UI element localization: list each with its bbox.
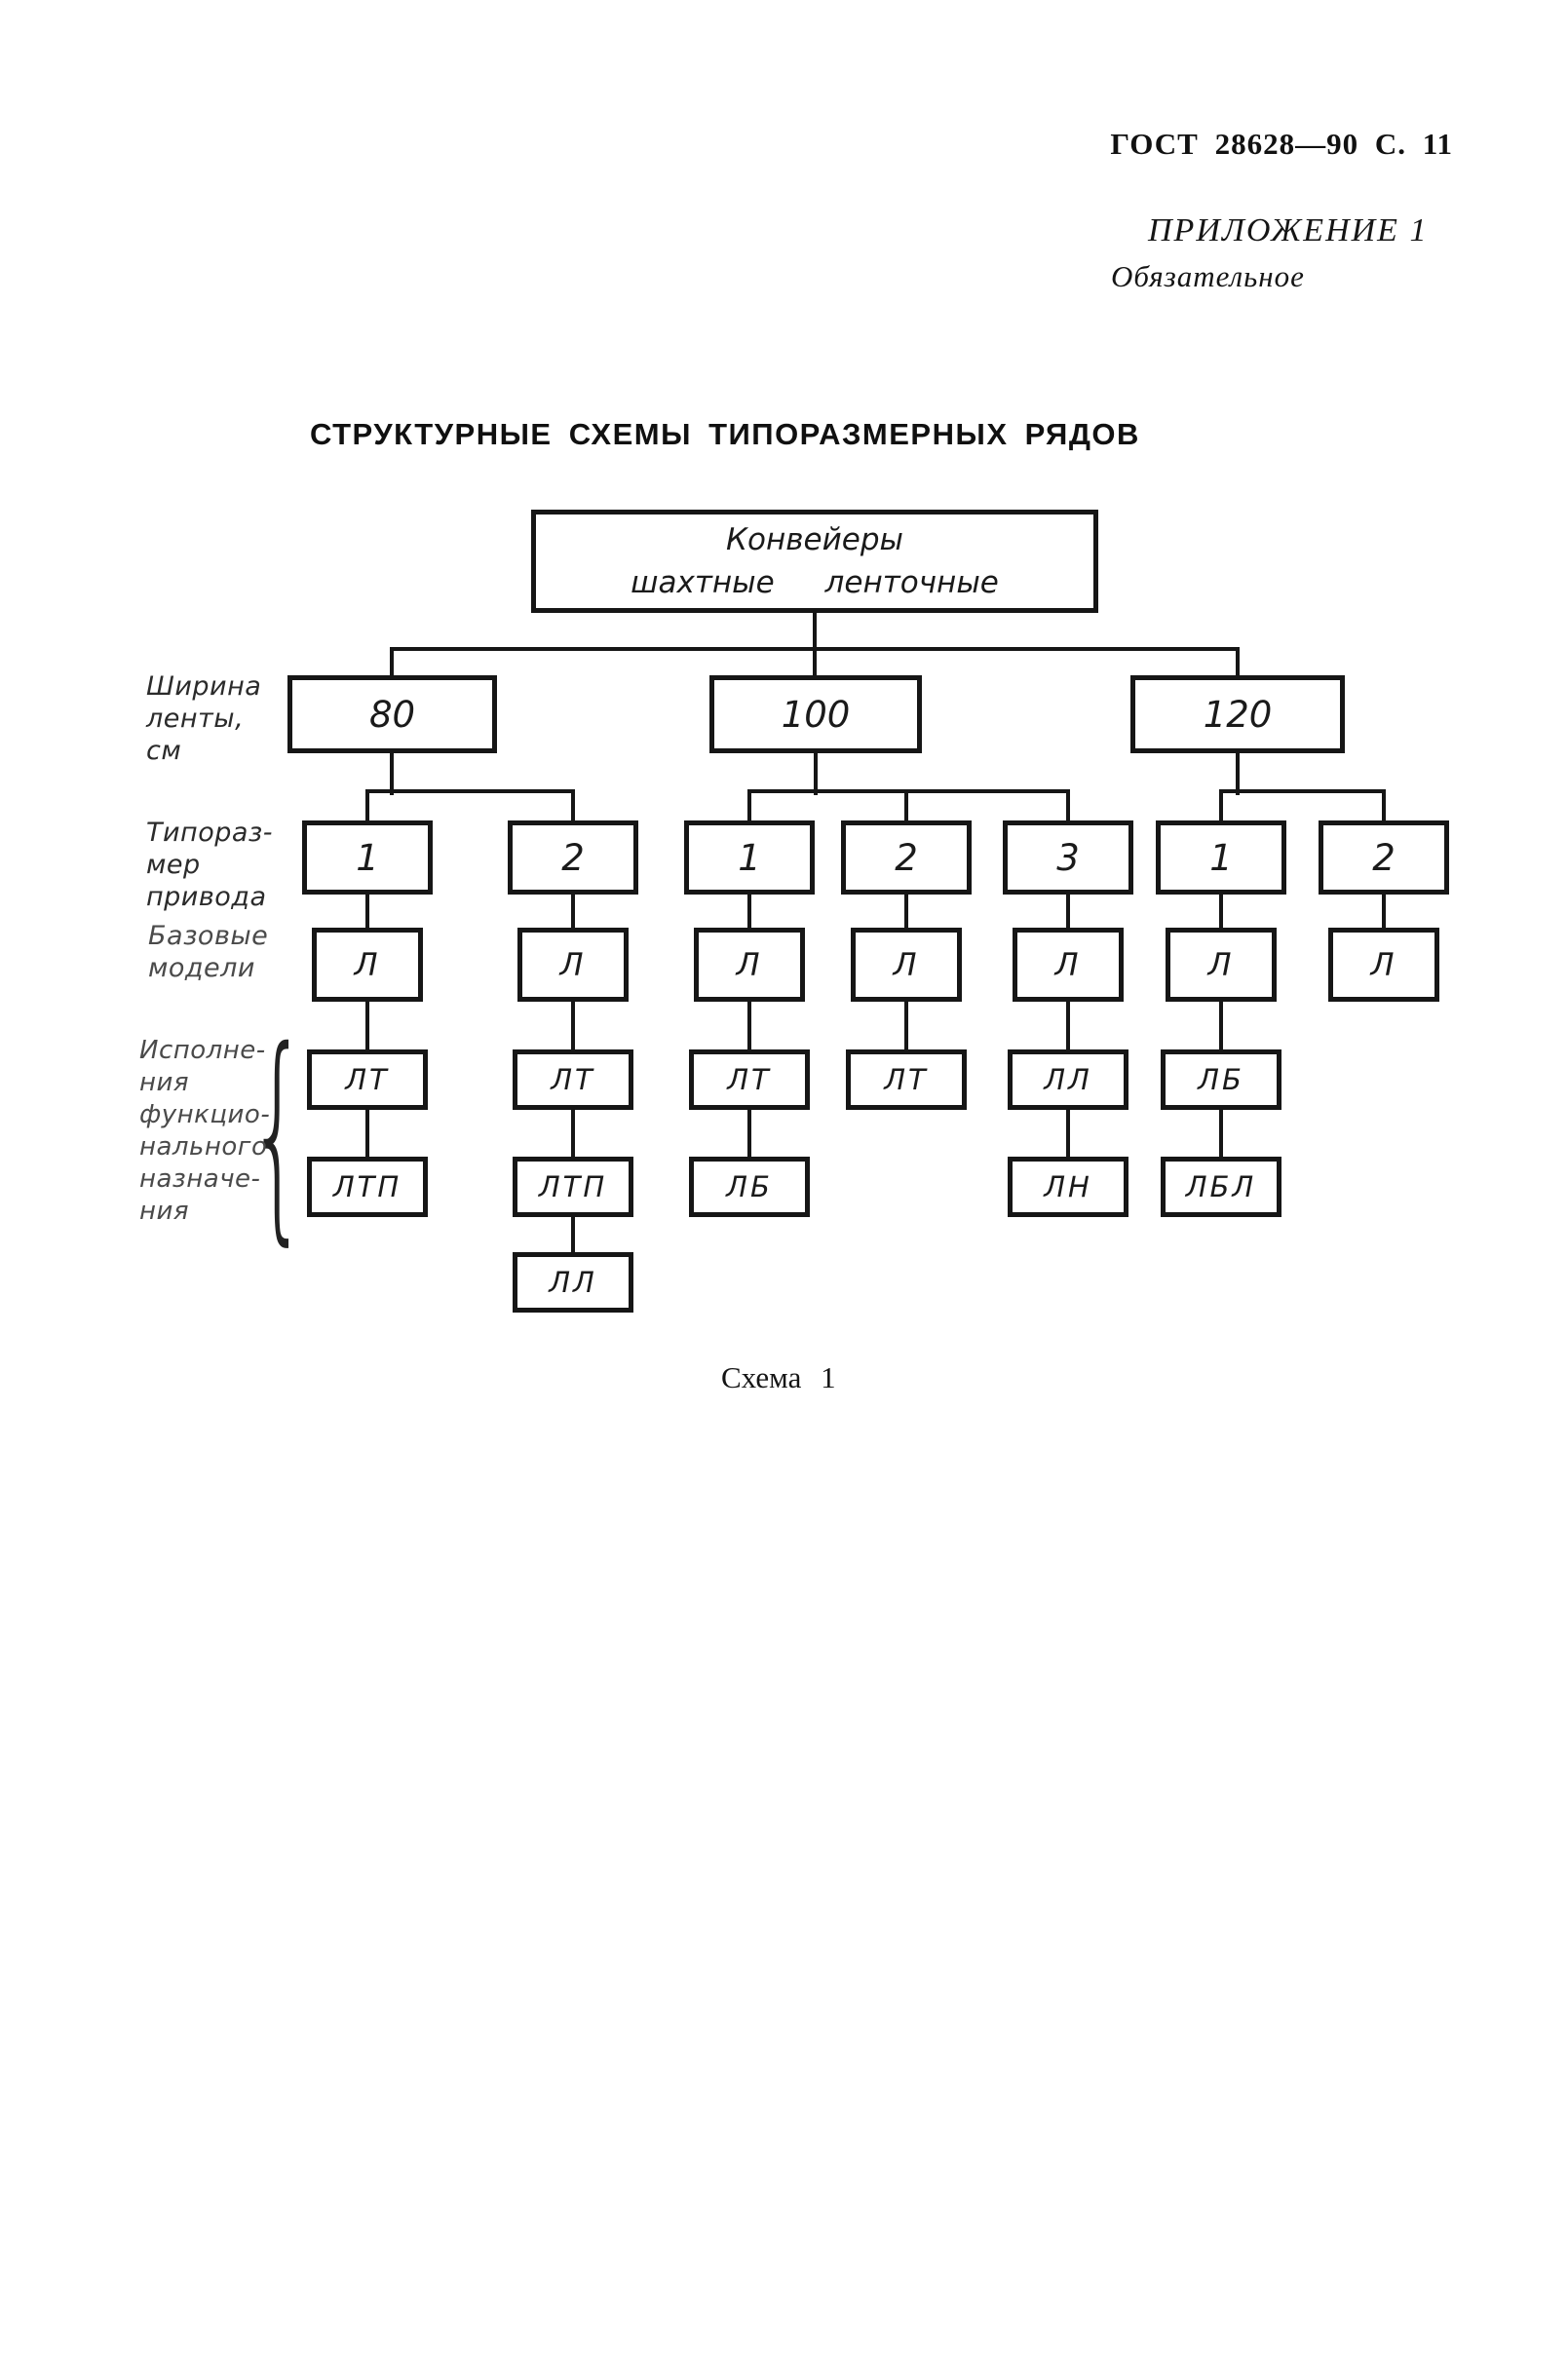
row-label-line: назначе-: [139, 1164, 261, 1194]
appendix-title: ПРИЛОЖЕНИЕ 1: [1148, 212, 1429, 248]
base-model-box-3: Л: [694, 928, 805, 1002]
drive-box-100-1: 1: [684, 820, 815, 895]
row-label-functional: Исполне- ния функцио- нального назначе- …: [139, 1035, 270, 1228]
drive-box-80-1: 1: [302, 820, 433, 895]
func-box-c1-1: ЛТ: [307, 1049, 428, 1110]
row-label-line: мер: [146, 850, 201, 880]
drive-box-120-1: 1: [1156, 820, 1286, 895]
page-header: ГОСТ 28628—90 С. 11: [1110, 127, 1453, 161]
section-title: СТРУКТУРНЫЕ СХЕМЫ ТИПОРАЗМЕРНЫХ РЯДОВ: [310, 417, 1140, 451]
func-box-c5-1: ЛЛ: [1008, 1049, 1128, 1110]
drive-box-80-2: 2: [508, 820, 638, 895]
drive-box-100-2: 2: [841, 820, 972, 895]
drive-box-100-3: 3: [1003, 820, 1133, 895]
scheme-caption: Схема 1: [721, 1360, 836, 1394]
root-box-conveyors: Конвейеры шахтные ленточные: [531, 510, 1098, 613]
row-label-line: нального: [139, 1132, 268, 1162]
row-label-line: ленты,: [146, 704, 245, 734]
func-box-c2-3: ЛЛ: [513, 1252, 633, 1313]
belt-width-box-100: 100: [709, 675, 922, 753]
row-label-line: Ширина: [146, 671, 262, 702]
row-label-line: ния: [139, 1197, 190, 1226]
row-label-belt-width: Ширина ленты, см: [146, 670, 261, 767]
func-box-c5-2: ЛН: [1008, 1157, 1128, 1217]
base-model-box-5: Л: [1013, 928, 1124, 1002]
func-box-c6-1: ЛБ: [1161, 1049, 1281, 1110]
drive-box-120-2: 2: [1319, 820, 1449, 895]
base-model-box-2: Л: [517, 928, 629, 1002]
func-box-c6-2: ЛБЛ: [1161, 1157, 1281, 1217]
func-box-c2-1: ЛТ: [513, 1049, 633, 1110]
base-model-box-6: Л: [1166, 928, 1277, 1002]
belt-width-box-120: 120: [1130, 675, 1345, 753]
func-box-c3-2: ЛБ: [689, 1157, 810, 1217]
row-label-base-models: Базовые модели: [148, 920, 268, 984]
belt-width-box-80: 80: [287, 675, 497, 753]
func-box-c1-2: ЛТП: [307, 1157, 428, 1217]
base-model-box-4: Л: [851, 928, 962, 1002]
row-label-line: функцио-: [139, 1100, 271, 1129]
root-box-line2: шахтные ленточные: [631, 565, 999, 600]
row-label-line: ния: [139, 1068, 190, 1097]
root-box-line1: Конвейеры: [726, 522, 903, 557]
row-label-line: привода: [146, 882, 267, 912]
func-box-c4-1: ЛТ: [846, 1049, 967, 1110]
row-label-line: см: [146, 736, 182, 766]
row-label-line: модели: [148, 953, 255, 983]
row-label-line: Типораз-: [146, 818, 273, 848]
appendix-subtitle: Обязательное: [1111, 259, 1305, 293]
base-model-box-7: Л: [1328, 928, 1439, 1002]
func-box-c2-2: ЛТП: [513, 1157, 633, 1217]
row-label-line: Исполне-: [139, 1036, 266, 1065]
row-label-drive-size: Типораз- мер привода: [146, 817, 273, 913]
func-box-c3-1: ЛТ: [689, 1049, 810, 1110]
row-label-line: Базовые: [148, 921, 269, 951]
base-model-box-1: Л: [312, 928, 423, 1002]
